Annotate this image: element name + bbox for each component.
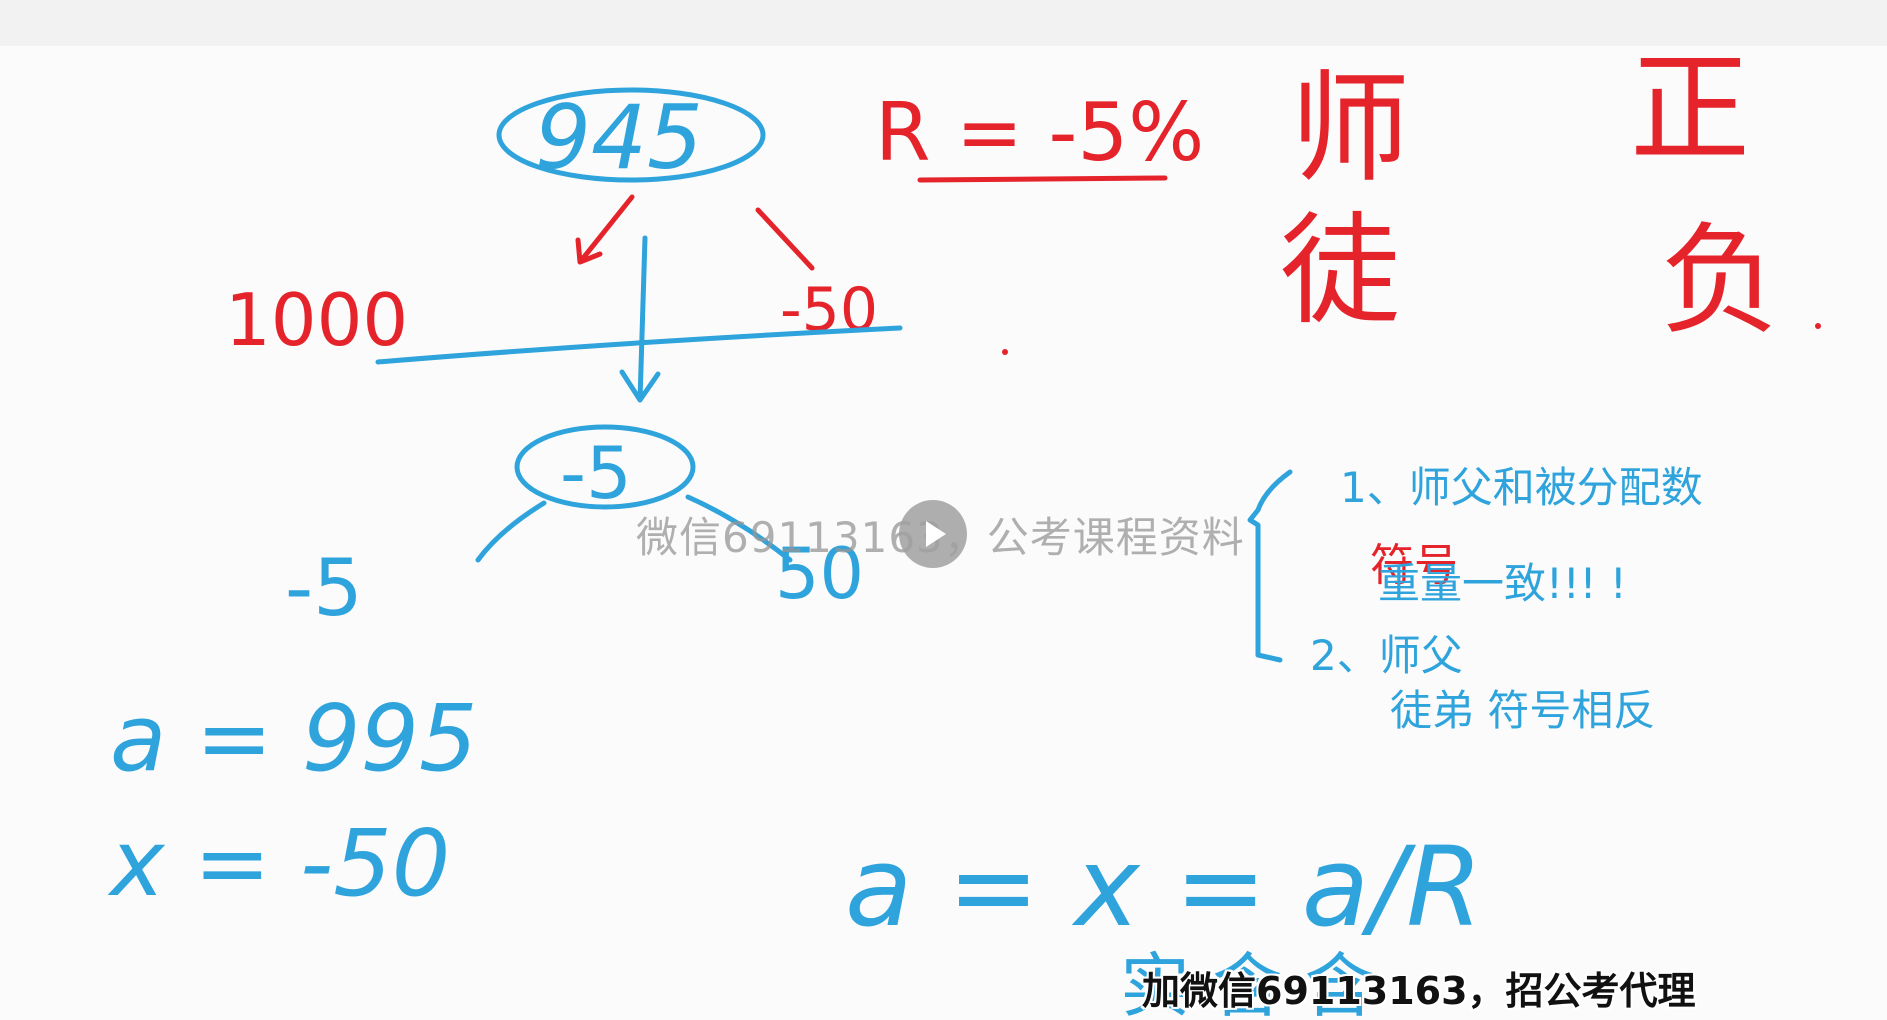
root-number: 945	[535, 86, 703, 189]
dot-stray	[1002, 349, 1008, 355]
note-1-red: 符号	[1370, 540, 1458, 591]
left-branch-value: 1000	[225, 278, 408, 362]
r-underline	[917, 175, 1168, 183]
char-fu: 负	[1660, 212, 1780, 351]
equation-a: a = 995	[110, 685, 478, 792]
note-1: 1、师父和被分配数	[1340, 463, 1703, 512]
branch-left	[475, 500, 547, 563]
char-tu: 徒	[1280, 202, 1400, 341]
arrow-left	[575, 194, 635, 265]
video-subtitle: 加微信69113163，招公考代理	[1142, 969, 1696, 1013]
root-oval	[496, 87, 766, 183]
middle-oval	[514, 424, 696, 510]
note-2: 2、师父	[1310, 631, 1463, 680]
curly-bracket	[1247, 469, 1293, 663]
bottom-labels: 实 含 含	[1120, 945, 1375, 1020]
window-top-bar	[0, 0, 1887, 46]
char-shi: 师	[1290, 60, 1410, 199]
middle-node-value: -5	[560, 431, 632, 515]
arrow-down	[619, 235, 661, 403]
bottom-left-value: -5	[285, 544, 363, 634]
bottom-equation: a = x = a/R	[845, 823, 1483, 951]
arrow-right	[755, 207, 815, 271]
r-formula: R = -5%	[875, 86, 1204, 179]
bottom-right-value: 50	[775, 533, 864, 615]
equation-x: x = -50	[107, 810, 450, 917]
base-line	[375, 325, 903, 365]
note-1b: 重量一致!!! !	[1378, 559, 1627, 608]
play-icon[interactable]	[899, 500, 967, 568]
branch-right	[685, 494, 793, 563]
dot-fu	[1815, 323, 1821, 329]
char-zheng: 正	[1630, 40, 1750, 179]
note-2b: 徒弟 符号相反	[1390, 686, 1655, 735]
